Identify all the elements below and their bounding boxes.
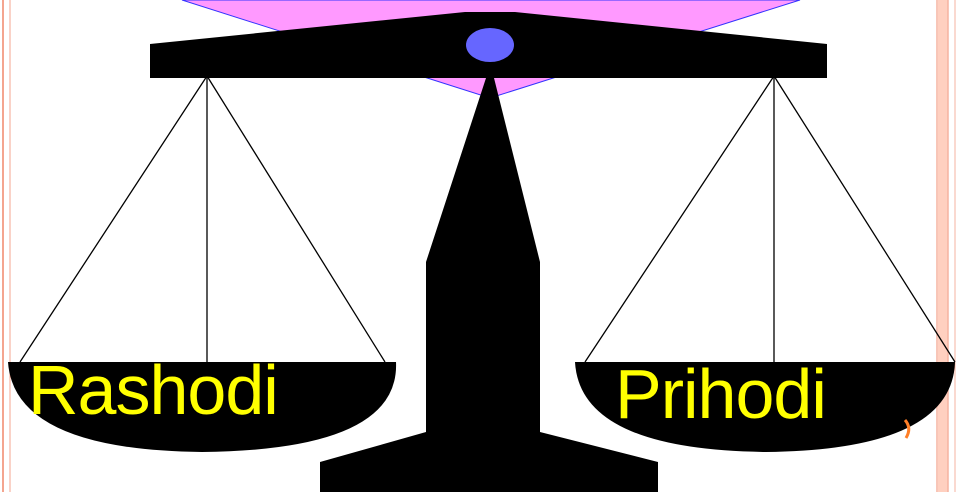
left-pan-label: Rashodi xyxy=(28,351,278,429)
right-pan-strings xyxy=(585,76,955,362)
right-pan-label: Prihodi xyxy=(615,355,826,433)
left-pan-strings xyxy=(20,76,385,362)
frame-right xyxy=(937,0,955,492)
scale-stand xyxy=(320,78,658,492)
pivot-knob-icon xyxy=(466,28,514,62)
frame-left xyxy=(3,0,10,492)
right-pan-accent xyxy=(905,420,909,438)
